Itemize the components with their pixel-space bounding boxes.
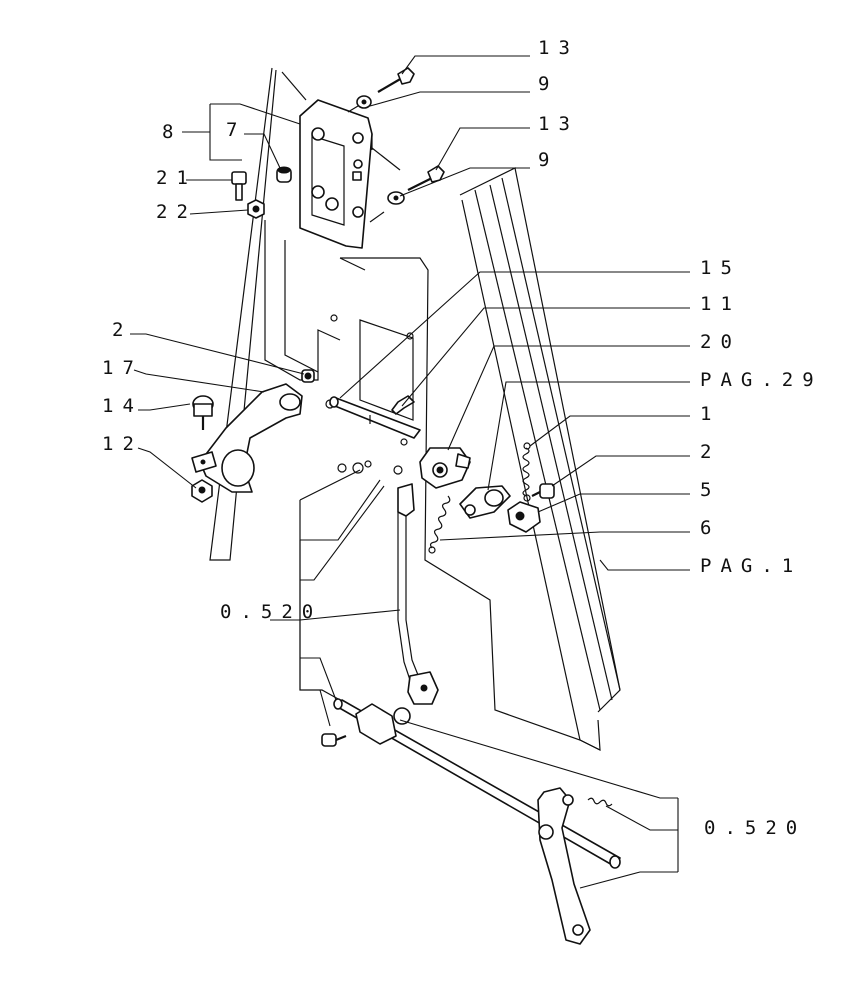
bolt-21 bbox=[231, 171, 247, 201]
label-ref-pag-29: PAG.29 bbox=[700, 369, 823, 391]
label-part-11: 11 bbox=[700, 293, 741, 315]
label-part-17: 17 bbox=[102, 357, 143, 379]
screw-2-right bbox=[531, 483, 555, 499]
cab-frame-panel bbox=[209, 67, 621, 752]
leader-lines bbox=[130, 55, 690, 889]
label-part-1: 1 bbox=[700, 403, 720, 425]
cam-5 bbox=[507, 501, 541, 533]
arm-link bbox=[459, 485, 511, 519]
pedal-arm-17 bbox=[191, 383, 303, 493]
nut-12 bbox=[191, 479, 213, 503]
label-ref-pag-1: PAG.1 bbox=[700, 555, 802, 577]
label-ref-0-520-right: 0.520 bbox=[704, 817, 806, 839]
screw-2-left bbox=[301, 369, 315, 383]
label-part-15: 15 bbox=[700, 257, 741, 279]
label-ref-0-520-left: 0.520 bbox=[220, 601, 322, 623]
label-part-2-right: 2 bbox=[700, 441, 720, 463]
label-part-7: 7 bbox=[226, 119, 246, 141]
pedal-rod bbox=[397, 483, 439, 705]
label-part-9-lower: 9 bbox=[538, 149, 558, 171]
bolt-13-lower bbox=[387, 165, 445, 205]
lever-20 bbox=[419, 447, 471, 489]
bolt-14 bbox=[192, 395, 214, 430]
upper-bracket-plate bbox=[299, 99, 373, 249]
spacer-7 bbox=[276, 166, 292, 183]
label-part-8: 8 bbox=[162, 121, 182, 143]
label-part-9-upper: 9 bbox=[538, 73, 558, 95]
bolt-13-upper bbox=[356, 67, 415, 109]
nut-22 bbox=[247, 199, 265, 219]
label-part-5: 5 bbox=[700, 479, 720, 501]
shaft-15 bbox=[329, 396, 421, 439]
spring-1 bbox=[522, 442, 531, 502]
label-part-12: 12 bbox=[102, 433, 143, 455]
spring-6 bbox=[428, 495, 451, 554]
label-part-2-left: 2 bbox=[112, 319, 132, 341]
label-part-22: 22 bbox=[156, 201, 197, 223]
lower-shaft-assembly bbox=[321, 698, 621, 945]
label-part-20: 20 bbox=[700, 331, 741, 353]
label-part-21: 21 bbox=[156, 167, 197, 189]
label-part-13-lower: 13 bbox=[538, 113, 579, 135]
label-part-13-upper: 13 bbox=[538, 37, 579, 59]
callout-labels: 13 9 13 9 8 7 21 22 15 11 20 PAG.29 2 17… bbox=[102, 37, 823, 839]
label-part-6: 6 bbox=[700, 517, 720, 539]
label-part-14: 14 bbox=[102, 395, 143, 417]
